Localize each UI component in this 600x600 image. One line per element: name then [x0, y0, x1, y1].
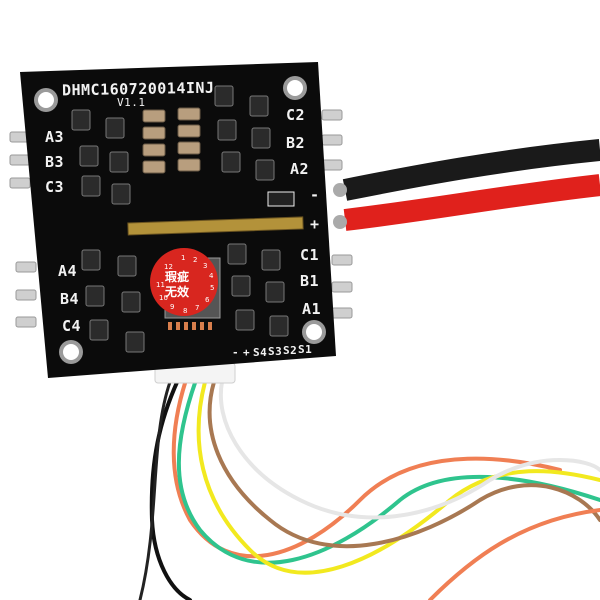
sticker-number-12: 12	[164, 263, 173, 271]
signal-wire-green	[176, 378, 600, 565]
mosfet-chips	[71, 85, 289, 353]
sticker-number-6: 6	[205, 296, 210, 304]
sticker-number-7: 7	[195, 304, 200, 312]
sticker-line-1: 瑕疵	[165, 270, 190, 284]
sticker-number-1: 1	[181, 254, 186, 262]
signal-wires	[138, 378, 600, 600]
pad-label-a4: A4	[58, 262, 78, 280]
power-label-negative: -	[310, 186, 320, 204]
pad-label-c1: C1	[300, 246, 320, 264]
pad-label-a2: A2	[290, 160, 310, 178]
pad-label-b1: B1	[300, 272, 320, 290]
pad-label-b2: B2	[286, 134, 306, 152]
right-pads	[321, 109, 353, 319]
header-label-s1: S1	[298, 343, 313, 356]
sticker-number-8: 8	[183, 307, 188, 315]
header-label-s4: S4	[253, 346, 268, 359]
header-label-s2: S2	[283, 344, 298, 357]
signal-wire-yellow	[196, 380, 600, 575]
signal-wire-red-2	[428, 508, 600, 600]
power-wires	[333, 139, 600, 231]
pad-label-a3: A3	[45, 128, 65, 146]
sticker-number-4: 4	[209, 272, 214, 280]
pad-label-b4: B4	[60, 290, 80, 308]
left-pads	[9, 131, 37, 328]
pad-label-c4: C4	[62, 317, 82, 335]
signal-wire-black-2	[138, 380, 172, 600]
sticker-number-10: 10	[159, 294, 168, 302]
board-version-text: V1.1	[117, 96, 146, 109]
header-label-minus: -	[232, 346, 240, 359]
header-label-plus: +	[243, 346, 251, 359]
header-label-s3: S3	[268, 345, 283, 358]
mounting-holes	[34, 76, 326, 364]
pad-label-a1: A1	[302, 300, 322, 318]
sticker-number-2: 2	[193, 256, 198, 264]
signal-wire-orange	[171, 378, 562, 559]
shunt-resistor	[267, 191, 295, 207]
warranty-sticker	[150, 248, 218, 316]
sticker-number-3: 3	[203, 262, 208, 270]
bus-bar	[127, 216, 304, 236]
pad-label-c2: C2	[286, 106, 306, 124]
sticker-number-9: 9	[170, 303, 175, 311]
ic-pins	[168, 322, 212, 330]
sticker-number-11: 11	[156, 281, 165, 289]
signal-wire-brown	[207, 380, 600, 549]
pad-label-b3: B3	[45, 153, 65, 171]
capacitors	[142, 107, 201, 174]
sticker-number-5: 5	[210, 284, 215, 292]
sticker-line-2: 无效	[165, 285, 190, 299]
pad-label-c3: C3	[45, 178, 65, 196]
power-label-positive: +	[310, 215, 320, 233]
signal-wire-white	[218, 380, 600, 520]
